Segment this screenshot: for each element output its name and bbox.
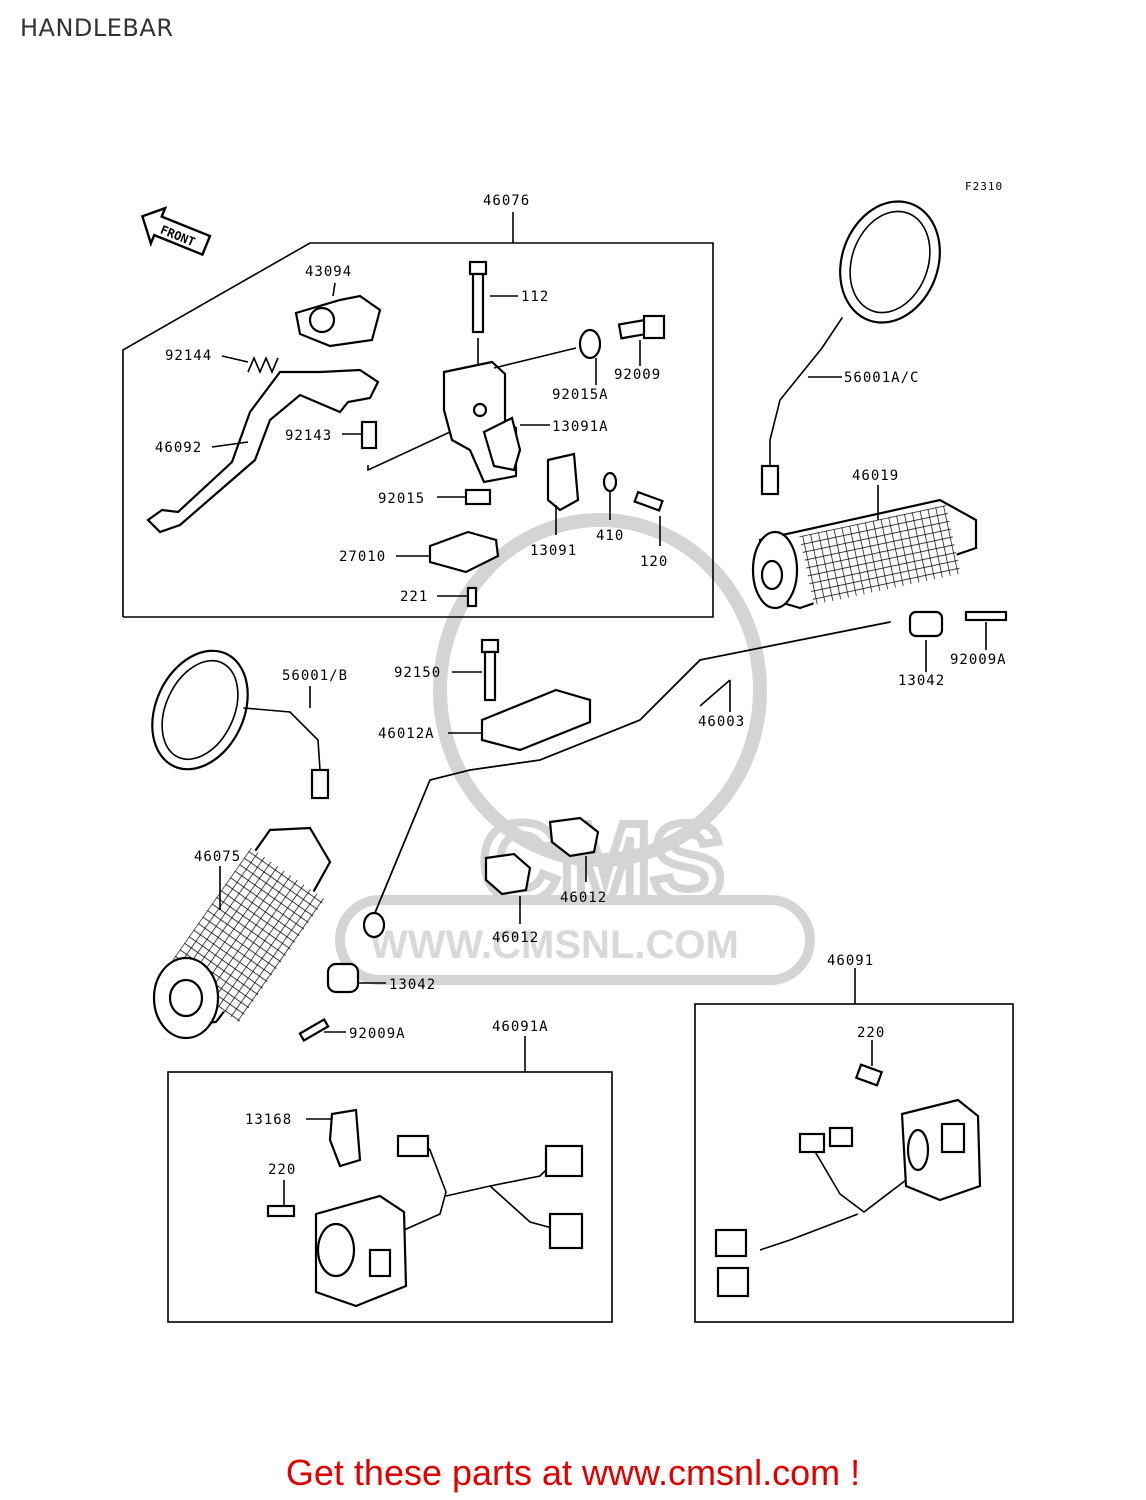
part-92015: 92015	[378, 488, 492, 507]
watermark-url: WWW.CMSNL.COM	[370, 923, 739, 967]
figure-code: F2310	[965, 180, 1003, 193]
part-220-left: 220	[266, 1162, 296, 1218]
box-46091: 46091 220	[694, 953, 1014, 1323]
part-92009A-right: 92009A	[950, 610, 1008, 668]
part-43094: 43094	[294, 264, 382, 348]
label-410: 410	[596, 528, 624, 544]
label-56001B: 56001/B	[282, 668, 348, 684]
part-56001AC: 56001A/C	[760, 200, 941, 496]
label-43094: 43094	[305, 264, 352, 280]
part-46003: 46003	[362, 621, 891, 939]
label-92009A-right: 92009A	[950, 652, 1007, 668]
part-92009A-left: 92009A	[298, 1018, 406, 1042]
label-92150: 92150	[394, 665, 441, 681]
box-46091A: 46091A 13168 220	[167, 1019, 613, 1323]
label-13042-left: 13042	[389, 977, 436, 993]
part-46092: 46092	[146, 368, 380, 534]
footer-link[interactable]: Get these parts at www.cmsnl.com !	[285, 1452, 861, 1493]
part-46012-upper: 46012	[548, 816, 607, 906]
part-13042-left: 13042	[326, 962, 436, 994]
label-46092: 46092	[155, 440, 202, 456]
part-left-switch-housing	[314, 1134, 584, 1308]
label-46012-upper: 46012	[560, 890, 607, 906]
label-46012-lower: 46012	[492, 930, 539, 946]
label-92009A-left: 92009A	[349, 1026, 406, 1042]
part-92015A: 92015A	[552, 328, 609, 403]
label-120: 120	[640, 554, 668, 570]
label-92143: 92143	[285, 428, 332, 444]
part-112: 112	[468, 260, 549, 386]
label-46019: 46019	[852, 468, 899, 484]
label-13091: 13091	[530, 543, 577, 559]
label-46091A: 46091A	[492, 1019, 549, 1035]
label-46091: 46091	[827, 953, 874, 969]
page-title: HANDLEBAR	[20, 14, 174, 42]
label-13042-right: 13042	[898, 673, 945, 689]
label-221: 221	[400, 589, 428, 605]
part-46012A: 46012A	[378, 688, 592, 752]
part-92009: 92009	[614, 314, 666, 383]
part-92143: 92143	[285, 420, 451, 472]
label-46075: 46075	[194, 849, 241, 865]
label-46012A: 46012A	[378, 726, 435, 742]
part-46012-lower: 46012	[484, 852, 539, 946]
part-120: 120	[633, 490, 668, 570]
part-27010: 27010	[339, 530, 500, 574]
label-27010: 27010	[339, 549, 386, 565]
label-92009: 92009	[614, 367, 661, 383]
label-56001AC: 56001A/C	[844, 370, 919, 386]
label-46003: 46003	[698, 714, 745, 730]
label-46076: 46076	[483, 193, 530, 209]
part-right-switch-housing	[714, 1098, 982, 1298]
label-112: 112	[521, 289, 549, 305]
part-410: 410	[596, 471, 624, 544]
part-46075: 46075	[152, 826, 332, 1040]
label-92015A: 92015A	[552, 387, 609, 403]
part-56001B: 56001/B	[151, 649, 348, 800]
box-46076: 46076	[122, 193, 714, 618]
front-arrow-icon: FRONT	[140, 206, 212, 257]
label-13168: 13168	[245, 1112, 292, 1128]
label-220-left: 220	[268, 1162, 296, 1178]
part-92144: 92144	[165, 348, 279, 375]
part-221: 221	[400, 586, 478, 608]
part-220-right: 220	[854, 1025, 885, 1087]
watermark: CMS WWW.CMSNL.COM	[335, 513, 815, 985]
label-92144: 92144	[165, 348, 212, 364]
label-220-right: 220	[857, 1025, 885, 1041]
label-13091A: 13091A	[552, 419, 609, 435]
part-13091A: 13091A	[482, 416, 609, 472]
part-13091: 13091	[530, 452, 580, 559]
part-46019: 46019	[751, 468, 978, 610]
part-13168: 13168	[245, 1108, 362, 1168]
label-92015: 92015	[378, 491, 425, 507]
part-13042-right: 13042	[898, 610, 945, 689]
part-92150: 92150	[394, 638, 500, 702]
